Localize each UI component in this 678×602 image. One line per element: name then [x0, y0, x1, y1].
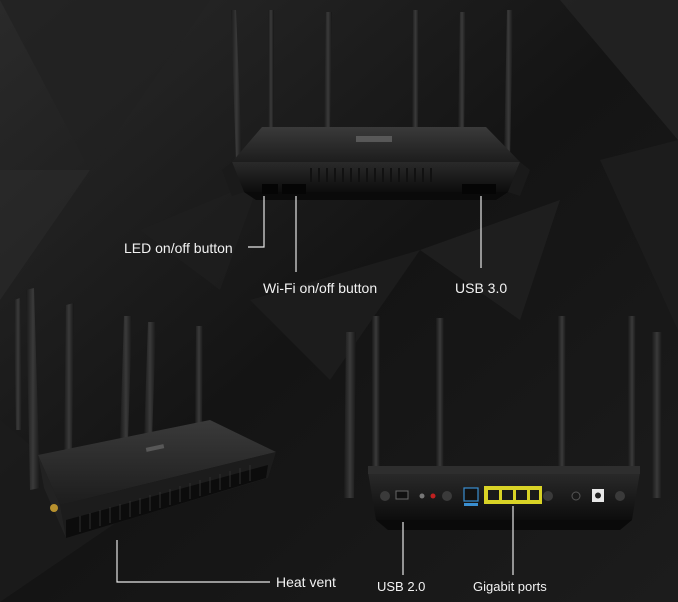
router-front-view: [222, 10, 530, 200]
router-angled-view: [14, 288, 276, 538]
wifi-button-graphic: [282, 184, 306, 194]
antenna-group-top: [231, 10, 513, 162]
wan-port-graphic: [463, 487, 479, 502]
heat-vent-callout-line: [116, 540, 270, 583]
asus-logo-mark-angled: [145, 444, 165, 452]
angled-top-surface: [38, 420, 276, 505]
gigabit-ports-label: Gigabit ports: [473, 579, 547, 594]
heat-vent-grille: [66, 465, 268, 538]
reset-button-graphic: [419, 493, 425, 499]
wps-button-graphic: [430, 493, 436, 499]
antenna-group-right: [344, 316, 662, 498]
usb20-label: USB 2.0: [377, 579, 426, 594]
led-button-graphic: [262, 184, 278, 194]
back-antenna-connectors: [380, 491, 625, 501]
router-top-surface: [232, 127, 520, 162]
usb30-label: USB 3.0: [455, 280, 508, 296]
antenna-group-left: [14, 288, 203, 490]
wifi-button-label: Wi-Fi on/off button: [263, 280, 378, 296]
usb30-port-graphic: [462, 184, 496, 194]
led-button-label: LED on/off button: [124, 240, 233, 256]
power-button-graphic: [571, 491, 581, 501]
led-callout-line: [248, 196, 265, 248]
antenna-connector: [50, 504, 58, 512]
router-back-view: [344, 316, 662, 530]
lan-ports-graphic: [484, 486, 542, 504]
heat-vent-label: Heat vent: [276, 574, 336, 590]
callout-lines: [116, 196, 514, 583]
usb20-port-graphic: [395, 490, 409, 500]
asus-logo-mark: [356, 136, 392, 142]
